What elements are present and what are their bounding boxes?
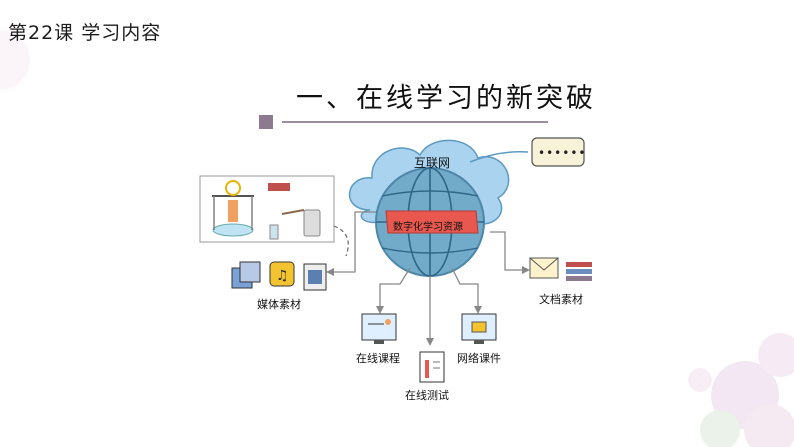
title-underline — [282, 121, 548, 123]
node-label-courseware: 网络课件 — [457, 352, 501, 365]
svg-text:♫: ♫ — [276, 268, 289, 284]
floral-decoration — [688, 333, 794, 447]
course-monitor-icon — [361, 313, 397, 344]
center-label: 数字化学习资源 — [393, 222, 463, 233]
speech-bubble — [469, 137, 585, 167]
experiment-illustration — [199, 175, 335, 243]
cloud-label: 互联网 — [414, 156, 451, 170]
media-icons: ♫ — [231, 261, 327, 291]
arrow-heads — [326, 266, 530, 346]
center-banner — [385, 210, 479, 234]
courseware-monitor-icon — [461, 313, 497, 344]
lesson-title: 第22课 学习内容 — [8, 22, 162, 44]
node-label-course: 在线课程 — [356, 352, 400, 365]
bubble-text: •••••• — [538, 146, 587, 160]
node-label-docs: 文档素材 — [539, 293, 583, 306]
node-label-test: 在线测试 — [405, 389, 449, 402]
title-marker — [259, 115, 273, 129]
document-icons — [529, 257, 592, 281]
test-icon — [419, 351, 445, 383]
section-title: 一、在线学习的新突破 — [296, 83, 596, 114]
node-label-media: 媒体素材 — [257, 298, 301, 311]
floral-decoration-top — [0, 30, 30, 90]
dashed-connector — [333, 225, 349, 257]
connector-arrows — [334, 211, 522, 338]
